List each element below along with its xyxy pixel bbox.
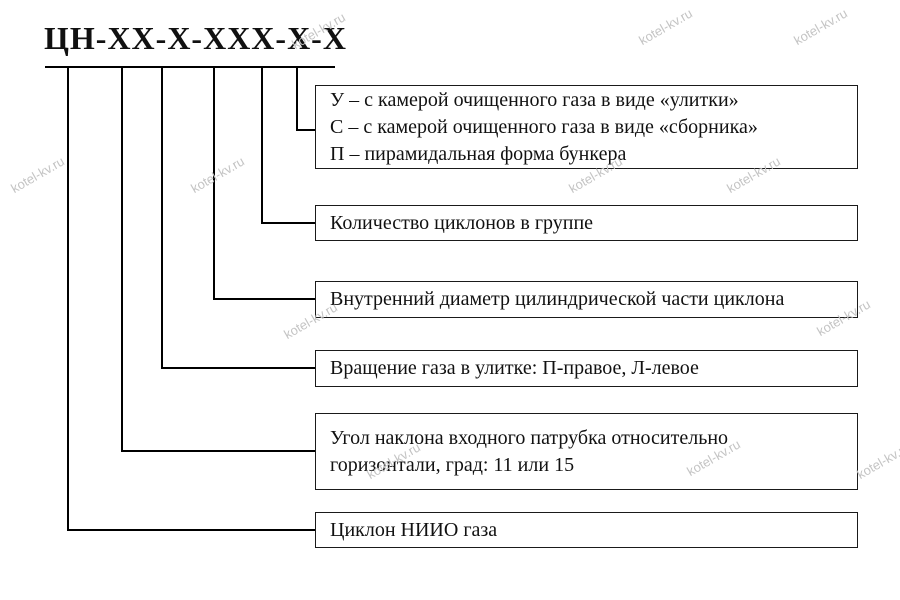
code-underline [45, 66, 335, 68]
connector-vline-gas-chamber-type [296, 66, 298, 131]
label-line: У – с камерой очищенного газа в виде «ул… [330, 88, 739, 111]
connector-hline-gas-rotation [161, 367, 315, 369]
label-box-cyclone-type: Циклон НИИО газа [315, 512, 858, 548]
watermark: kotel-kv.ru [854, 439, 900, 482]
label-line: Вращение газа в улитке: П-правое, Л-лево… [330, 357, 699, 379]
watermark: kotel-kv.ru [791, 5, 850, 48]
watermark: kotel-kv.ru [188, 153, 247, 196]
label-line: Количество циклонов в группе [330, 211, 594, 234]
connector-vline-inner-diameter [213, 66, 215, 300]
label-box-gas-rotation: Вращение газа в улитке: П-правое, Л-лево… [315, 350, 858, 387]
connector-hline-cyclones-count [261, 222, 315, 224]
connector-vline-inlet-angle [121, 66, 123, 452]
watermark: kotel-kv.ru [8, 153, 67, 196]
connector-vline-cyclones-count [261, 66, 263, 224]
label-line: Внутренний диаметр цилиндрической части … [330, 288, 785, 310]
label-box-inner-diameter: Внутренний диаметр цилиндрической части … [315, 281, 858, 318]
label-line: Угол наклона входного патрубка относител… [330, 426, 729, 449]
connector-hline-cyclone-type [67, 529, 315, 531]
label-box-cyclones-count: Количество циклонов в группе [315, 205, 858, 241]
label-box-gas-chamber-type: У – с камерой очищенного газа в виде «ул… [315, 85, 858, 169]
watermark: kotel-kv.ru [636, 5, 695, 48]
connector-vline-cyclone-type [67, 66, 69, 531]
connector-hline-inner-diameter [213, 298, 315, 300]
connector-hline-gas-chamber-type [296, 129, 315, 131]
label-line: горизонтали, град: 11 или 15 [330, 453, 575, 476]
label-line: П – пирамидальная форма бункера [330, 142, 627, 165]
designation-code: ЦН-ХХ-Х-ХХХ-Х-Х [44, 20, 347, 56]
connector-hline-inlet-angle [121, 450, 315, 452]
label-line: Циклон НИИО газа [330, 518, 498, 541]
connector-vline-gas-rotation [161, 66, 163, 369]
label-line: С – с камерой очищенного газа в виде «сб… [330, 115, 758, 138]
label-box-inlet-angle: Угол наклона входного патрубка относител… [315, 413, 858, 490]
